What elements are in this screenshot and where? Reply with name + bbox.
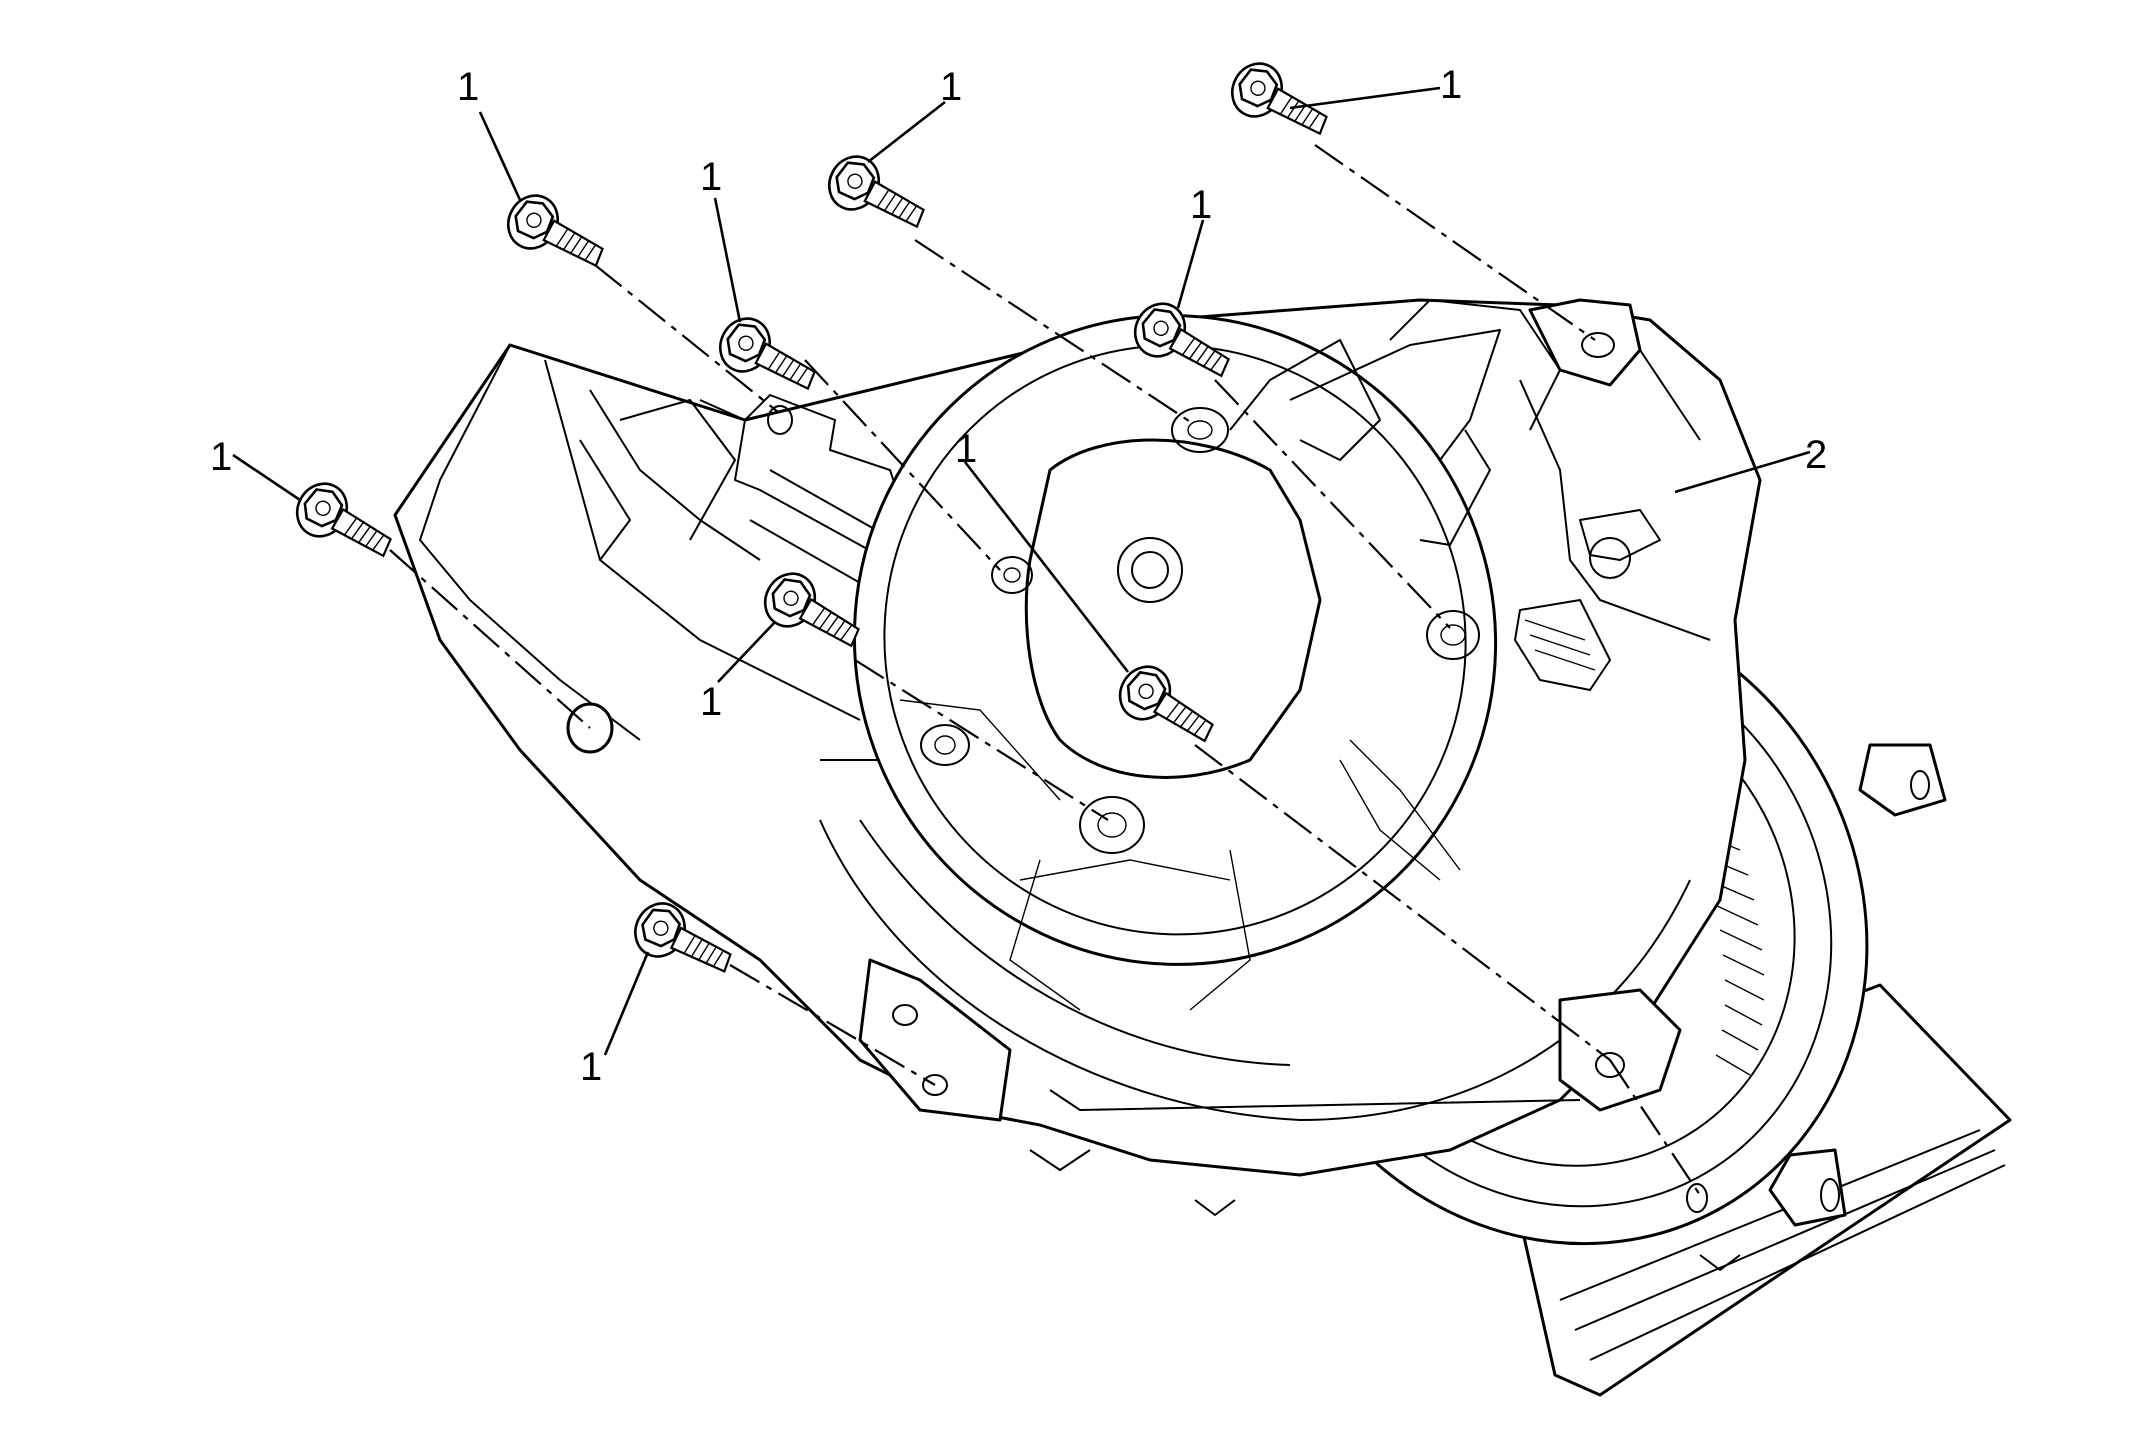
callout-bolt-9: 1 [580,1045,602,1089]
bolt-3 [818,146,936,244]
motor-hub [1024,438,1322,779]
bolt-1 [497,185,615,283]
callout-bolt-4: 1 [1440,63,1462,107]
bolt-4 [1221,53,1339,151]
callout-bolt-8: 1 [955,427,977,471]
callout-bolt-7: 1 [700,680,722,724]
callout-bolt-5: 1 [1190,183,1212,227]
callout-bolt-3: 1 [940,65,962,109]
electrical-connector [1514,599,1611,691]
callouts: 1 1 1 1 1 1 1 1 1 2 [210,63,1827,1089]
leader-lines [232,86,1811,1056]
bolt-center-lines [389,144,1701,1196]
callout-housing: 2 [1805,433,1827,477]
callout-bolt-1: 1 [457,65,479,109]
bolt-6 [286,473,403,573]
callout-bolt-6: 1 [210,435,232,479]
callout-bolt-2: 1 [700,155,722,199]
bolt-2 [709,308,827,406]
mounting-holes [767,405,1480,854]
blower-housing [393,298,2012,1397]
